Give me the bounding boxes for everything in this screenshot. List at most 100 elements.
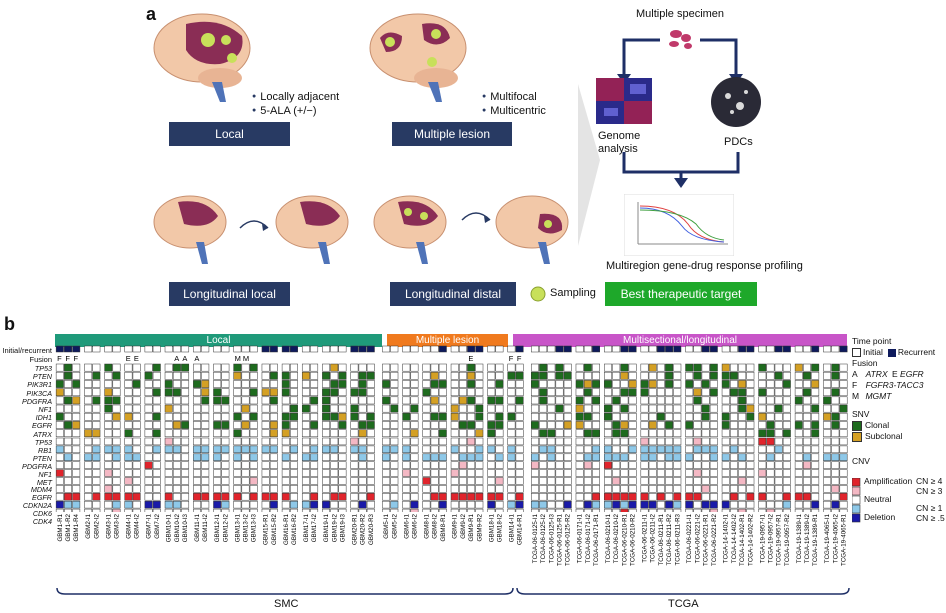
cnv-cell bbox=[738, 453, 747, 461]
time-point-cell bbox=[693, 345, 702, 353]
snv-cell bbox=[241, 371, 250, 380]
cnv-cell bbox=[831, 437, 840, 446]
cnv-cell bbox=[515, 500, 524, 509]
cnv-cell bbox=[450, 437, 459, 446]
snv-cell bbox=[531, 388, 539, 397]
snv-cell bbox=[64, 388, 72, 397]
cnv-cell bbox=[604, 477, 612, 485]
snv-cell bbox=[515, 404, 524, 413]
snv-gene-label-pten: PTEN bbox=[32, 372, 52, 382]
snv-cell bbox=[839, 371, 848, 380]
snv-cell bbox=[358, 404, 367, 413]
cnv-cell bbox=[410, 453, 419, 461]
snv-cell bbox=[766, 404, 775, 413]
cnv-cell bbox=[685, 477, 694, 485]
time-point-cell bbox=[839, 345, 848, 353]
cnv-cell bbox=[467, 461, 476, 469]
snv-cell bbox=[766, 429, 775, 438]
cnv-cell bbox=[515, 477, 524, 485]
time-point-cell bbox=[495, 345, 504, 353]
cnv-cell bbox=[803, 445, 811, 454]
sample-label: GBM19-I1 bbox=[323, 513, 330, 542]
snv-cell bbox=[350, 363, 359, 372]
snv-cell bbox=[782, 404, 791, 413]
snv-cell bbox=[665, 380, 674, 388]
snv-cell bbox=[612, 371, 621, 380]
snv-cell bbox=[124, 429, 133, 438]
snv-cell bbox=[758, 388, 767, 397]
snv-cell bbox=[124, 404, 133, 413]
cnv-cell bbox=[782, 437, 791, 446]
snv-cell bbox=[467, 396, 476, 405]
cnv-cell bbox=[64, 500, 72, 509]
snv-cell bbox=[475, 380, 484, 388]
snv-cell bbox=[430, 396, 439, 405]
cnv-cell bbox=[55, 508, 64, 512]
cnv-cell bbox=[281, 477, 290, 485]
time-point-cell bbox=[338, 345, 347, 353]
dose-response-plot-image bbox=[624, 194, 734, 256]
snv-cell bbox=[811, 371, 820, 380]
cnv-cell bbox=[132, 445, 141, 454]
cnv-cell bbox=[430, 485, 439, 493]
time-point-cell bbox=[181, 345, 190, 353]
snv-cell bbox=[310, 412, 319, 421]
snv-cell bbox=[330, 396, 339, 405]
snv-cell bbox=[803, 421, 811, 429]
sample-label: TCGA-06-0211-R1 bbox=[658, 513, 665, 565]
cnv-cell bbox=[766, 469, 775, 477]
snv-cell bbox=[164, 421, 173, 429]
cnv-cell bbox=[430, 445, 439, 454]
cnv-cell bbox=[794, 461, 803, 469]
snv-cell bbox=[410, 388, 419, 397]
cnv-cell bbox=[709, 477, 718, 485]
cnv-cell bbox=[322, 453, 331, 461]
cnv-cell bbox=[172, 477, 181, 485]
cnv-cell bbox=[709, 437, 718, 446]
cnv-cell bbox=[729, 500, 738, 509]
cnv-cell bbox=[92, 500, 101, 509]
cnv-cell bbox=[648, 453, 657, 461]
cnv-cell bbox=[592, 485, 600, 493]
cnv-cell bbox=[628, 508, 637, 512]
snv-cell bbox=[495, 421, 504, 429]
cnv-cell bbox=[648, 493, 657, 501]
snv-cell bbox=[390, 396, 399, 405]
cnv-cell bbox=[475, 445, 484, 454]
cnv-cell bbox=[515, 469, 524, 477]
bullet-multicentric: Multicentric bbox=[482, 104, 546, 118]
snv-cell bbox=[673, 412, 682, 421]
cnv-cell bbox=[172, 493, 181, 501]
cnv-cell bbox=[338, 437, 347, 446]
cnv-cell bbox=[84, 477, 93, 485]
cnv-cell bbox=[72, 500, 81, 509]
cnv-cell bbox=[738, 461, 747, 469]
cnv-cell bbox=[729, 453, 738, 461]
snv-cell bbox=[729, 380, 738, 388]
time-point-cell bbox=[709, 345, 718, 353]
snv-cell bbox=[213, 404, 222, 413]
snv-cell bbox=[92, 363, 101, 372]
cnv-cell bbox=[495, 500, 504, 509]
snv-cell bbox=[515, 380, 524, 388]
multiple-lesion-label-box: Multiple lesion bbox=[392, 122, 512, 146]
cnv-cell bbox=[55, 453, 64, 461]
snv-cell bbox=[164, 404, 173, 413]
snv-cell bbox=[467, 421, 476, 429]
snv-cell bbox=[665, 363, 674, 372]
cnv-cell bbox=[604, 461, 612, 469]
cnv-cell bbox=[823, 500, 832, 509]
cnv-cell bbox=[467, 453, 476, 461]
time-point-cell bbox=[366, 345, 375, 353]
snv-cell bbox=[410, 421, 419, 429]
cnv-cell bbox=[709, 493, 718, 501]
cnv-cell bbox=[648, 477, 657, 485]
snv-cell bbox=[729, 388, 738, 397]
snv-cell bbox=[794, 380, 803, 388]
cnv-cell bbox=[132, 469, 141, 477]
sample-label: GBM12-I2 bbox=[222, 513, 229, 542]
sample-label: TCGA-19-4065-I1 bbox=[824, 513, 831, 563]
snv-cell bbox=[495, 388, 504, 397]
cnv-cell bbox=[656, 437, 665, 446]
cnv-cell bbox=[831, 477, 840, 485]
